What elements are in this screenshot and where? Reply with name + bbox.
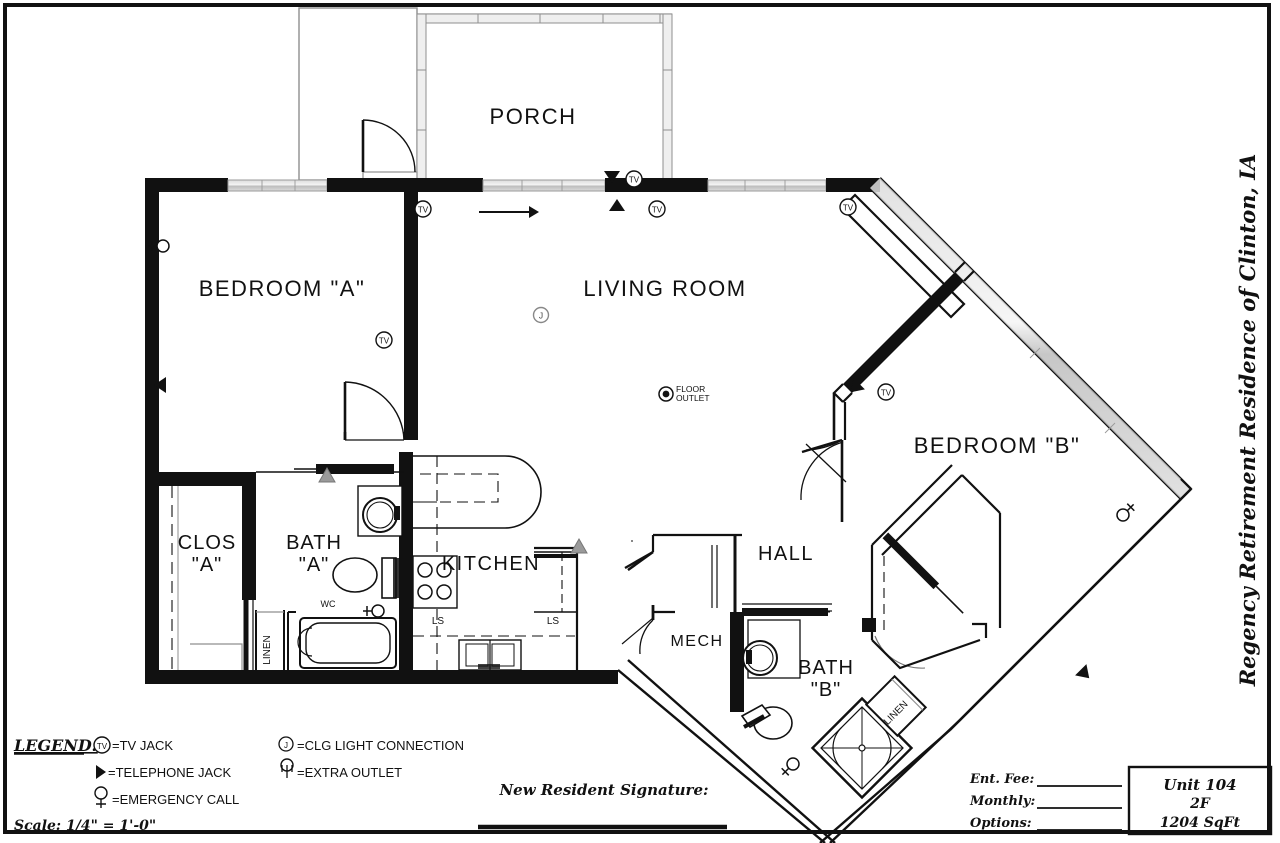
floor-outlet-label-1: FLOOR <box>676 384 705 394</box>
ceiling-light-icon-text: J <box>284 741 288 750</box>
room-suffix: "A" <box>192 554 223 576</box>
room-suffix: "B" <box>811 679 842 701</box>
room-label-mech: MECH <box>670 633 723 650</box>
signature-label: New Resident Signature: <box>498 781 708 799</box>
room-label-kitchen: KITCHEN <box>442 553 540 575</box>
unit-number: Unit 104 <box>1163 776 1236 794</box>
svg-text:TV: TV <box>418 206 429 215</box>
emergency-call-icon <box>1116 503 1135 522</box>
room-name: BATH <box>798 657 854 679</box>
telephone-jack-icon <box>1075 664 1090 679</box>
svg-text:TV: TV <box>629 176 640 185</box>
legend-item-telephone-jack: =TELEPHONE JACK <box>96 765 232 780</box>
room-name: MECH <box>670 633 723 650</box>
porch-structure <box>298 7 673 181</box>
legend-item-tv-jack: TV =TV JACK <box>93 736 173 754</box>
room-name: BATH <box>286 532 342 554</box>
room-name: BEDROOM "A" <box>199 276 366 301</box>
room-name: CLOS <box>178 532 236 554</box>
ls-left-label: LS <box>432 616 445 627</box>
floor-outlet-label-2: OUTLET <box>676 393 710 403</box>
room-name: BEDROOM "B" <box>914 433 1081 458</box>
unit-area: 1204 SqFt <box>1160 815 1241 831</box>
room-label-bath-b: BATH"B" <box>798 657 854 701</box>
legend-label-emergency-call: =EMERGENCY CALL <box>112 792 239 807</box>
tv-jack-icon: TV <box>625 170 643 188</box>
emergency-call-icon <box>781 757 800 776</box>
kitchen-fixtures <box>412 455 580 671</box>
svg-text:TV: TV <box>843 204 854 213</box>
exterior-walls <box>145 177 1193 843</box>
bedroom-b-closet <box>862 464 1002 670</box>
titleblock-label-monthly: Monthly: <box>969 794 1035 809</box>
svg-text:J: J <box>539 311 543 321</box>
unit-info-box <box>1127 765 1273 836</box>
room-label-closet-a: CLOS"A" <box>178 532 236 576</box>
legend-item-ceiling-light: J =CLG LIGHT CONNECTION <box>278 736 464 753</box>
ls-right-label: LS <box>547 616 560 627</box>
svg-text:TV: TV <box>881 389 892 398</box>
room-labels: PORCH BEDROOM "A" LIVING ROOM BEDROOM "B" CL… <box>178 104 1081 701</box>
linen-a-label: LINEN <box>262 635 273 664</box>
sheet-border <box>3 3 1271 834</box>
sheet-vertical-title: Regency Retirement Residence of Clinton,… <box>1235 154 1260 688</box>
ceiling-light-icon: J <box>532 306 550 324</box>
tv-jack-icon: TV <box>375 331 393 349</box>
ceiling-light-icon <box>278 736 294 752</box>
tv-jack-icon: TV <box>839 198 857 216</box>
interior-walls <box>159 192 1002 800</box>
title-block: Ent. Fee: Monthly: Options: Unit 104 2F … <box>969 765 1273 836</box>
tv-jack-icon-text: TV <box>97 742 108 751</box>
room-label-bedroom-a: BEDROOM "A" <box>199 276 366 301</box>
tv-jack-icon: TV <box>414 200 432 218</box>
tv-jack-icon <box>93 736 111 754</box>
signature-block: New Resident Signature: <box>478 781 727 830</box>
hall-mech-bathb <box>621 533 928 800</box>
svg-text:TV: TV <box>379 337 390 346</box>
room-label-bedroom-b: BEDROOM "B" <box>914 433 1081 458</box>
room-name: LIVING ROOM <box>583 276 746 301</box>
legend-label-telephone-jack: =TELEPHONE JACK <box>108 765 232 780</box>
legend-heading: LEGEND: <box>13 736 98 755</box>
emergency-call-icon <box>363 604 385 618</box>
tv-jack-icon: TV <box>648 200 666 218</box>
extra-outlet-icon <box>318 466 336 483</box>
telephone-jack-icon <box>154 377 166 393</box>
emergency-call-icon <box>148 239 170 253</box>
room-label-porch: PORCH <box>490 104 577 129</box>
legend-label-ceiling-light: =CLG LIGHT CONNECTION <box>297 738 464 753</box>
room-suffix: "A" <box>299 554 330 576</box>
telephone-jack-icon <box>96 765 106 779</box>
unit-floor: 2F <box>1189 796 1211 812</box>
tv-jack-icon: TV <box>877 383 895 401</box>
legend-label-tv-jack: =TV JACK <box>112 738 173 753</box>
telephone-jack-icon <box>609 199 625 211</box>
titleblock-label-options: Options: <box>970 816 1032 831</box>
titleblock-label-ent-fee: Ent. Fee: <box>969 772 1034 787</box>
floor-outlet-icon <box>658 386 674 402</box>
electrical-markers: TV TV TV TV TV TV J <box>148 170 1135 776</box>
room-label-hall: HALL <box>758 543 814 565</box>
telephone-jack-icon <box>850 378 865 393</box>
legend-label-extra-outlet: =EXTRA OUTLET <box>297 765 402 780</box>
room-label-bath-a: BATH"A" <box>286 532 342 576</box>
room-label-living-room: LIVING ROOM <box>583 276 746 301</box>
room-name: HALL <box>758 543 814 565</box>
telephone-jack-icon <box>604 171 620 183</box>
room-name: PORCH <box>490 104 577 129</box>
legend-item-emergency-call: =EMERGENCY CALL <box>94 786 239 808</box>
room-name: KITCHEN <box>442 553 540 575</box>
extra-outlet-icon <box>570 537 588 554</box>
svg-text:TV: TV <box>652 206 663 215</box>
wc-label: WC <box>321 599 336 609</box>
legend-item-extra-outlet: =EXTRA OUTLET <box>280 758 402 780</box>
